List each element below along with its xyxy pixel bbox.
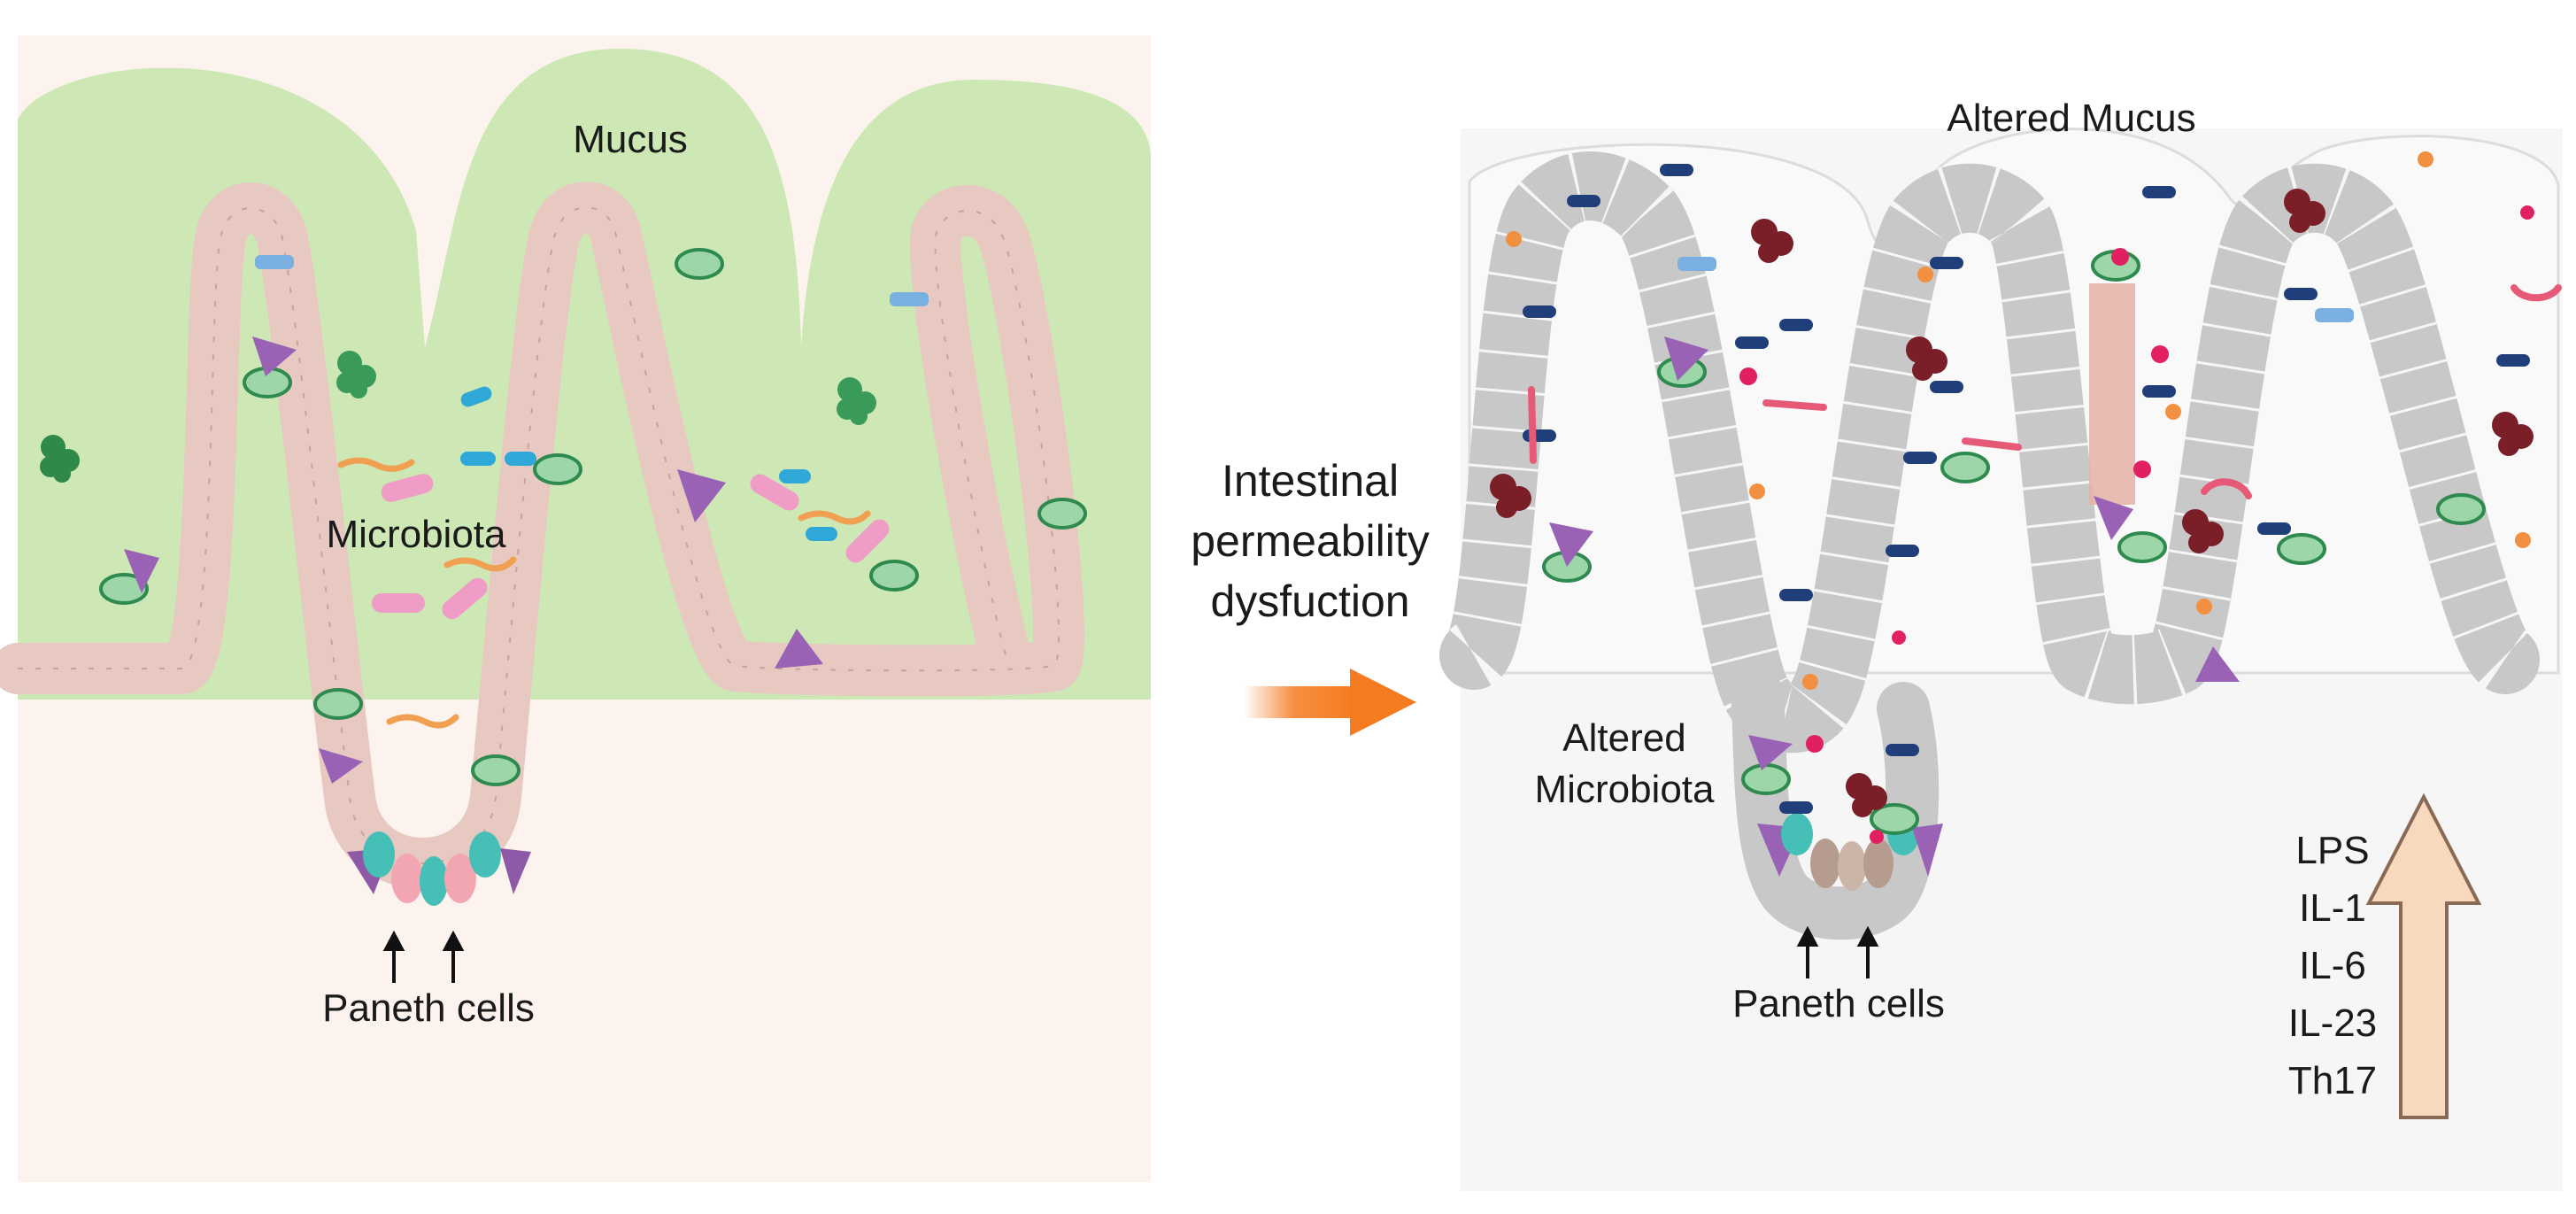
- dysfunction-panel: Altered Mucus Altered Microbiota Paneth …: [1439, 97, 2563, 1191]
- healthy-panel: Mucus Microbiota Paneth cells: [0, 35, 1151, 1182]
- altered-tuft-cells: [1549, 336, 2240, 770]
- transition: Intestinal permeability dysfuction: [1191, 456, 1430, 736]
- altered-paneth-cells-label: Paneth cells: [1732, 982, 1945, 1025]
- altered-microbiota-label-line-2: Microbiota: [1535, 768, 1715, 811]
- healthy-goblet-cells: [99, 248, 1087, 786]
- paneth-cells-label: Paneth cells: [322, 986, 535, 1030]
- transition-line-3: dysfuction: [1210, 576, 1409, 626]
- altered-microbiota-label-line-1: Altered: [1562, 716, 1685, 760]
- altered-epithelium: [1439, 151, 2540, 754]
- transition-line-2: permeability: [1191, 516, 1430, 566]
- transition-arrow: [1244, 669, 1416, 736]
- altered-paneth-arrows: [1796, 925, 1879, 978]
- marker-il-1: IL-1: [2299, 886, 2366, 930]
- healthy-crypt-cells: [347, 831, 531, 906]
- marker-th17: Th17: [2288, 1059, 2377, 1102]
- increase-arrow: [2365, 793, 2482, 1119]
- marker-lps: LPS: [2295, 829, 2369, 872]
- damaged-epithelium-patch: [2089, 283, 2135, 505]
- marker-il-23: IL-23: [2288, 1001, 2377, 1045]
- healthy-tuft-cells: [124, 336, 823, 784]
- microbiota-label: Microbiota: [327, 513, 506, 556]
- mucus-label: Mucus: [573, 118, 688, 161]
- marker-il-6: IL-6: [2299, 944, 2366, 987]
- transition-line-1: Intestinal: [1222, 456, 1399, 506]
- altered-mucus-label: Altered Mucus: [1947, 97, 2195, 140]
- inflammatory-markers: LPS IL-1 IL-6 IL-23 Th17: [2288, 829, 2377, 1102]
- healthy-paneth-arrows: [382, 930, 465, 983]
- altered-microbes: [1490, 151, 2562, 844]
- healthy-epithelium: [0, 182, 1084, 889]
- healthy-microbes: [40, 255, 929, 729]
